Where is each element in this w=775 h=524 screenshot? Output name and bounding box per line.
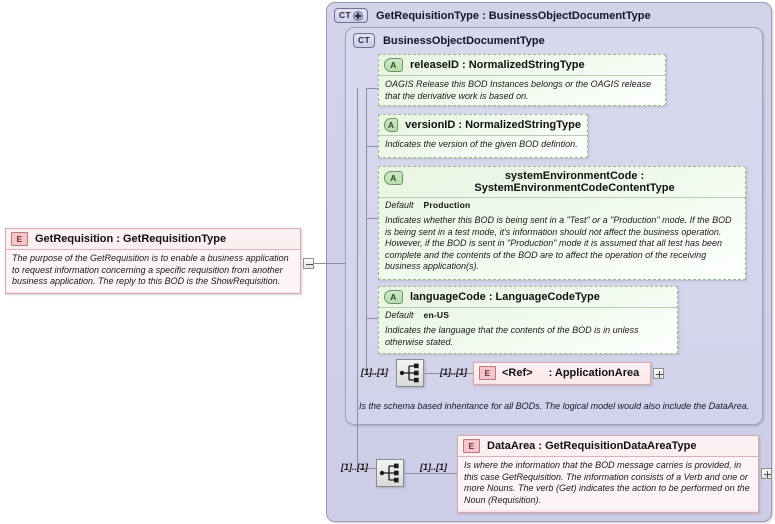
attribute-header: A systemEnvironmentCode : SystemEnvironm… — [379, 167, 745, 197]
complex-type-plus-icon[interactable]: CT — [334, 8, 368, 23]
sequence-compositor-icon-dataarea[interactable] — [376, 459, 404, 487]
connector-sequence-dataarea — [357, 468, 387, 469]
element-header: E GetRequisition : GetRequisitionType — [6, 229, 300, 249]
attribute-documentation: OAGIS Release this BOD Instances belongs… — [379, 75, 665, 106]
collapse-expander-root[interactable] — [303, 258, 314, 269]
ct-badge-label: CT — [358, 35, 370, 46]
element-dataarea[interactable]: E DataArea : GetRequisitionDataAreaType … — [457, 435, 759, 513]
element-header: E DataArea : GetRequisitionDataAreaType — [458, 436, 758, 456]
attribute-releaseid[interactable]: A releaseID : NormalizedStringType OAGIS… — [378, 54, 666, 106]
connector-seq-to-dataarea — [405, 473, 457, 474]
element-documentation: The purpose of the GetRequisition is to … — [6, 249, 300, 292]
attribute-title: versionID : NormalizedStringType — [405, 119, 581, 131]
expand-expander-dataarea[interactable] — [761, 468, 772, 479]
inner-type-annotation: Is the schema based inheritance for all … — [359, 401, 750, 411]
attribute-documentation: Indicates the language that the contents… — [385, 325, 639, 347]
inner-type-title-row: CT BusinessObjectDocumentType — [353, 33, 545, 48]
element-title: : ApplicationArea — [548, 367, 640, 379]
attribute-systemenvironmentcode[interactable]: A systemEnvironmentCode : SystemEnvironm… — [378, 166, 746, 280]
connector-attr-releaseid — [366, 88, 378, 89]
connector-attr-languagecode — [366, 318, 378, 319]
attribute-documentation: Indicates the version of the given BOD d… — [379, 135, 587, 155]
attribute-default-row: Default en-US — [379, 307, 677, 322]
cardinality-right-dataarea: [1]..[1] — [420, 462, 447, 472]
outer-type-title-row: CT GetRequisitionType : BusinessObjectDo… — [334, 8, 651, 23]
default-label: Default — [385, 310, 414, 320]
inner-type-label: BusinessObjectDocumentType — [382, 34, 545, 47]
default-label: Default — [385, 200, 414, 210]
attribute-icon: A — [384, 58, 403, 72]
attribute-default-row: Default Production — [379, 197, 745, 212]
attribute-icon: A — [384, 290, 403, 304]
connector-sequence-applicationarea — [366, 373, 386, 374]
connector-spine-main — [357, 88, 358, 468]
complex-type-icon[interactable]: CT — [353, 33, 375, 48]
element-getrequisition[interactable]: E GetRequisition : GetRequisitionType Th… — [5, 228, 301, 294]
expand-expander-applicationarea[interactable] — [653, 368, 664, 379]
element-icon: E — [479, 366, 496, 380]
attribute-icon: A — [384, 118, 399, 132]
connector-attr-systemenvironmentcode — [366, 218, 378, 219]
connector-spine-attributes — [366, 88, 367, 373]
cardinality-right-applicationarea: [1]..[1] — [440, 367, 467, 377]
attribute-title: systemEnvironmentCode : SystemEnvironmen… — [474, 170, 675, 194]
ct-badge-label: CT — [339, 10, 351, 21]
attribute-header: A versionID : NormalizedStringType — [379, 115, 587, 135]
attribute-header: A languageCode : LanguageCodeType — [379, 287, 677, 307]
attribute-versionid[interactable]: A versionID : NormalizedStringType Indic… — [378, 114, 588, 158]
outer-type-label: GetRequisitionType : BusinessObjectDocum… — [375, 9, 651, 22]
attribute-languagecode[interactable]: A languageCode : LanguageCodeType Defaul… — [378, 286, 678, 354]
element-header: E <Ref> : ApplicationArea — [474, 363, 650, 383]
element-icon: E — [463, 439, 480, 453]
attribute-icon: A — [384, 171, 403, 185]
element-applicationarea-ref[interactable]: E <Ref> : ApplicationArea — [473, 362, 651, 385]
attribute-header: A releaseID : NormalizedStringType — [379, 55, 665, 75]
default-value: en-US — [423, 310, 450, 320]
plus-glyph — [352, 10, 363, 21]
cardinality-left-applicationarea: [1]..[1] — [361, 367, 388, 377]
default-value: Production — [423, 200, 471, 210]
attribute-title: languageCode : LanguageCodeType — [410, 291, 600, 303]
connector-root-to-type — [314, 263, 346, 264]
element-title: GetRequisition : GetRequisitionType — [35, 233, 227, 245]
attribute-documentation: Indicates whether this BOD is being sent… — [385, 215, 732, 272]
sequence-compositor-icon-applicationarea[interactable] — [396, 359, 424, 387]
element-ref-label: <Ref> — [502, 367, 533, 379]
cardinality-left-dataarea: [1]..[1] — [341, 462, 368, 472]
connector-seq-to-applicationarea — [425, 373, 473, 374]
attribute-title: releaseID : NormalizedStringType — [410, 59, 585, 71]
element-icon: E — [11, 232, 28, 246]
element-title: DataArea : GetRequisitionDataAreaType — [487, 440, 697, 452]
element-documentation: Is where the information that the BOD me… — [458, 456, 758, 511]
connector-attr-versionid — [366, 146, 378, 147]
